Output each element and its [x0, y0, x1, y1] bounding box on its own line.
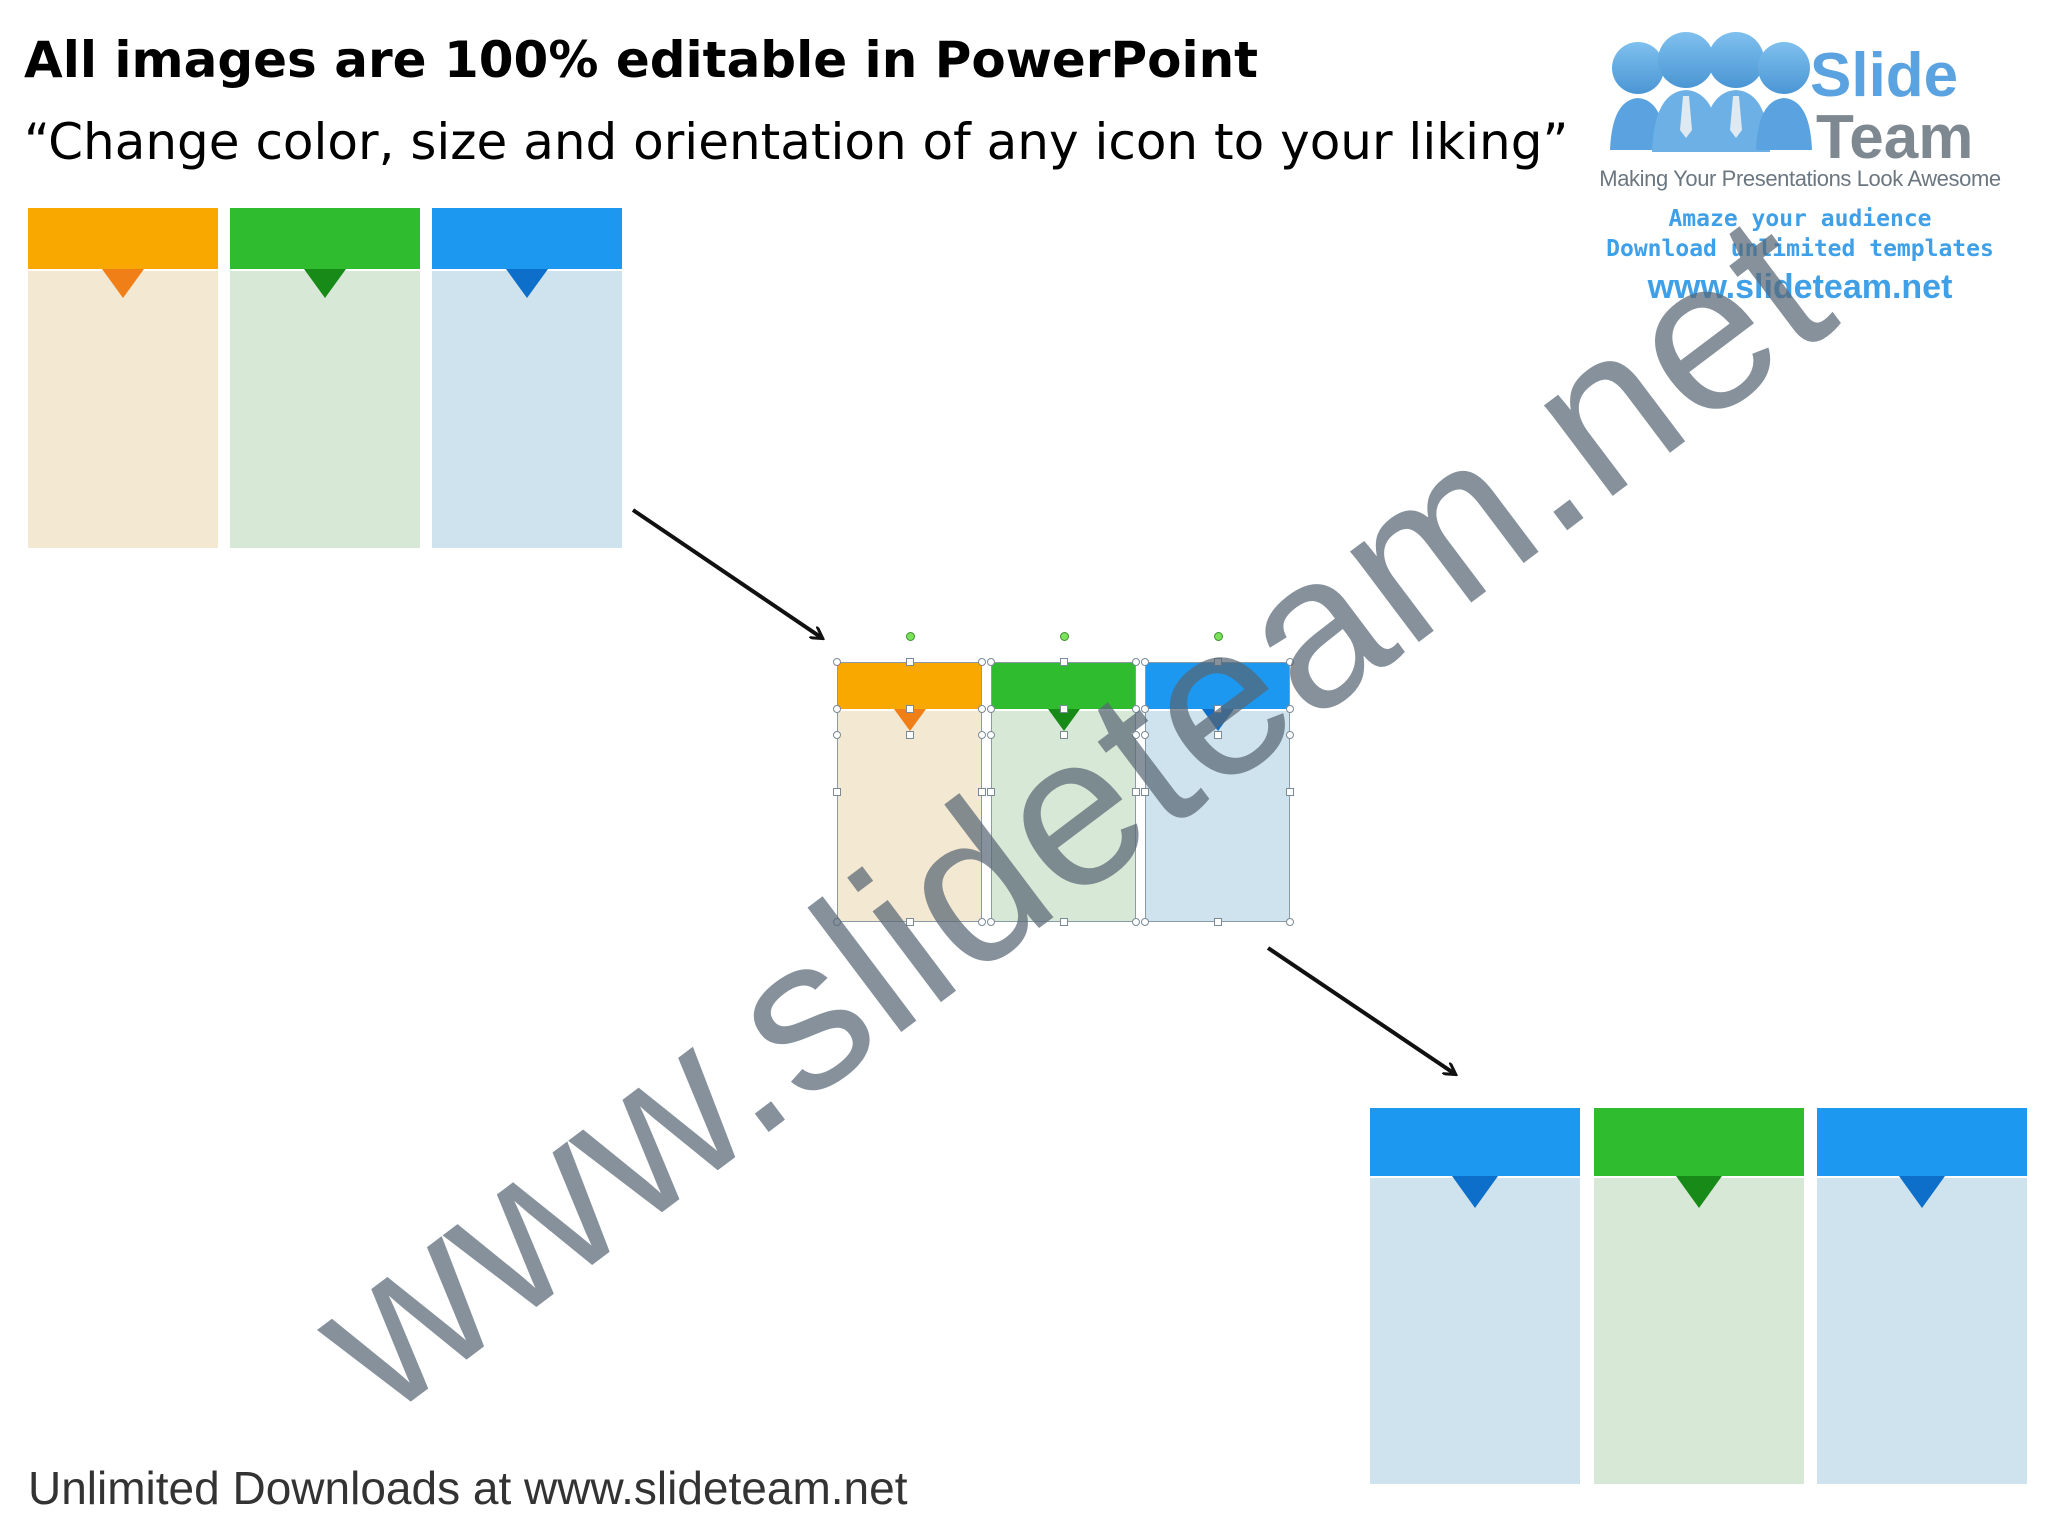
- tile-body-panel: [1817, 1178, 2027, 1484]
- resize-handle[interactable]: [1132, 788, 1140, 796]
- tile-body-panel: [432, 271, 622, 548]
- column-tile-blue[interactable]: [1817, 1108, 2027, 1484]
- tile-body-panel: [837, 711, 982, 922]
- tile-header-bar: [230, 208, 420, 269]
- resize-handle[interactable]: [978, 788, 986, 796]
- resize-handle[interactable]: [1132, 658, 1140, 666]
- resize-handle[interactable]: [1059, 705, 1068, 713]
- chevron-down-icon: [1676, 1176, 1722, 1208]
- column-tile-blue[interactable]: [432, 208, 622, 548]
- resize-handle[interactable]: [905, 918, 914, 926]
- resize-handle[interactable]: [1141, 658, 1149, 666]
- resize-handle[interactable]: [833, 918, 841, 926]
- resize-handle[interactable]: [1286, 658, 1294, 666]
- resize-handle[interactable]: [978, 658, 986, 666]
- resize-handle[interactable]: [833, 705, 841, 713]
- column-tile-orange[interactable]: [28, 208, 218, 548]
- resize-handle[interactable]: [1286, 788, 1294, 796]
- logo-promo-url[interactable]: www.slideteam.net: [1647, 268, 1953, 306]
- resize-handle[interactable]: [987, 705, 995, 713]
- logo-tagline: Making Your Presentations Look Awesome: [1599, 166, 2001, 191]
- resize-handle[interactable]: [1141, 731, 1149, 739]
- logo-brand-team: Team: [1816, 103, 1974, 172]
- resize-handle[interactable]: [833, 658, 841, 666]
- resize-handle[interactable]: [833, 731, 841, 739]
- slideteam-logo: Slide Team Making Your Presentations Loo…: [1580, 20, 2020, 306]
- logo-promo-amaze: Amaze your audience: [1668, 206, 1932, 232]
- tile-header-bar: [1145, 662, 1290, 709]
- resize-handle[interactable]: [1213, 731, 1222, 739]
- tile-header-bar: [991, 662, 1136, 709]
- resize-handle[interactable]: [1286, 731, 1294, 739]
- tile-header-bar: [1817, 1108, 2027, 1176]
- column-tile-green[interactable]: [991, 662, 1136, 922]
- resize-handle[interactable]: [987, 658, 995, 666]
- logo-brand-slide: Slide: [1810, 41, 1959, 110]
- resize-handle[interactable]: [1141, 918, 1149, 926]
- tile-header-bar: [28, 208, 218, 269]
- resize-handle[interactable]: [978, 918, 986, 926]
- resize-handle[interactable]: [987, 918, 995, 926]
- tile-body-panel: [1594, 1178, 1804, 1484]
- resize-handle[interactable]: [1213, 658, 1222, 666]
- resize-handle[interactable]: [833, 788, 841, 796]
- column-tile-green[interactable]: [1594, 1108, 1804, 1484]
- page-subtitle: “Change color, size and orientation of a…: [24, 113, 1569, 171]
- chevron-down-icon: [304, 269, 346, 298]
- tile-header-bar: [432, 208, 622, 269]
- rotation-handle[interactable]: [905, 632, 915, 641]
- resize-handle[interactable]: [1213, 918, 1222, 926]
- tile-body-panel: [991, 711, 1136, 922]
- arrow-to-result: [1266, 946, 1455, 1074]
- resize-handle[interactable]: [1286, 918, 1294, 926]
- resize-handle[interactable]: [1213, 705, 1222, 713]
- tile-header-bar: [1594, 1108, 1804, 1176]
- resize-handle[interactable]: [987, 788, 995, 796]
- resize-handle[interactable]: [1132, 918, 1140, 926]
- tile-header-bar: [837, 662, 982, 709]
- tile-body-panel: [230, 271, 420, 548]
- resize-handle[interactable]: [978, 705, 986, 713]
- rotation-handle[interactable]: [1059, 632, 1069, 641]
- chevron-down-icon: [102, 269, 144, 298]
- resize-handle[interactable]: [978, 731, 986, 739]
- column-tile-orange[interactable]: [837, 662, 982, 922]
- resize-handle[interactable]: [1132, 705, 1140, 713]
- tile-body-panel: [28, 271, 218, 548]
- resize-handle[interactable]: [1286, 705, 1294, 713]
- people-group-icon: [1610, 32, 1812, 152]
- chevron-down-icon: [506, 269, 548, 298]
- resize-handle[interactable]: [905, 731, 914, 739]
- resize-handle[interactable]: [905, 658, 914, 666]
- column-tile-blue[interactable]: [1370, 1108, 1580, 1484]
- chevron-down-icon: [1899, 1176, 1945, 1208]
- column-tile-blue[interactable]: [1145, 662, 1290, 922]
- resize-handle[interactable]: [1141, 705, 1149, 713]
- resize-handle[interactable]: [1059, 658, 1068, 666]
- tile-header-bar: [1370, 1108, 1580, 1176]
- logo-promo-download: Download unlimited templates: [1606, 236, 1994, 262]
- resize-handle[interactable]: [1132, 731, 1140, 739]
- page-title: All images are 100% editable in PowerPoi…: [24, 31, 1259, 89]
- resize-handle[interactable]: [1059, 731, 1068, 739]
- arrow-to-editing: [631, 508, 822, 638]
- column-tile-green[interactable]: [230, 208, 420, 548]
- chevron-down-icon: [1452, 1176, 1498, 1208]
- resize-handle[interactable]: [905, 705, 914, 713]
- resize-handle[interactable]: [987, 731, 995, 739]
- resize-handle[interactable]: [1141, 788, 1149, 796]
- tile-body-panel: [1145, 711, 1290, 922]
- tile-body-panel: [1370, 1178, 1580, 1484]
- rotation-handle[interactable]: [1213, 632, 1223, 641]
- resize-handle[interactable]: [1059, 918, 1068, 926]
- footer-text: Unlimited Downloads at www.slideteam.net: [28, 1462, 908, 1514]
